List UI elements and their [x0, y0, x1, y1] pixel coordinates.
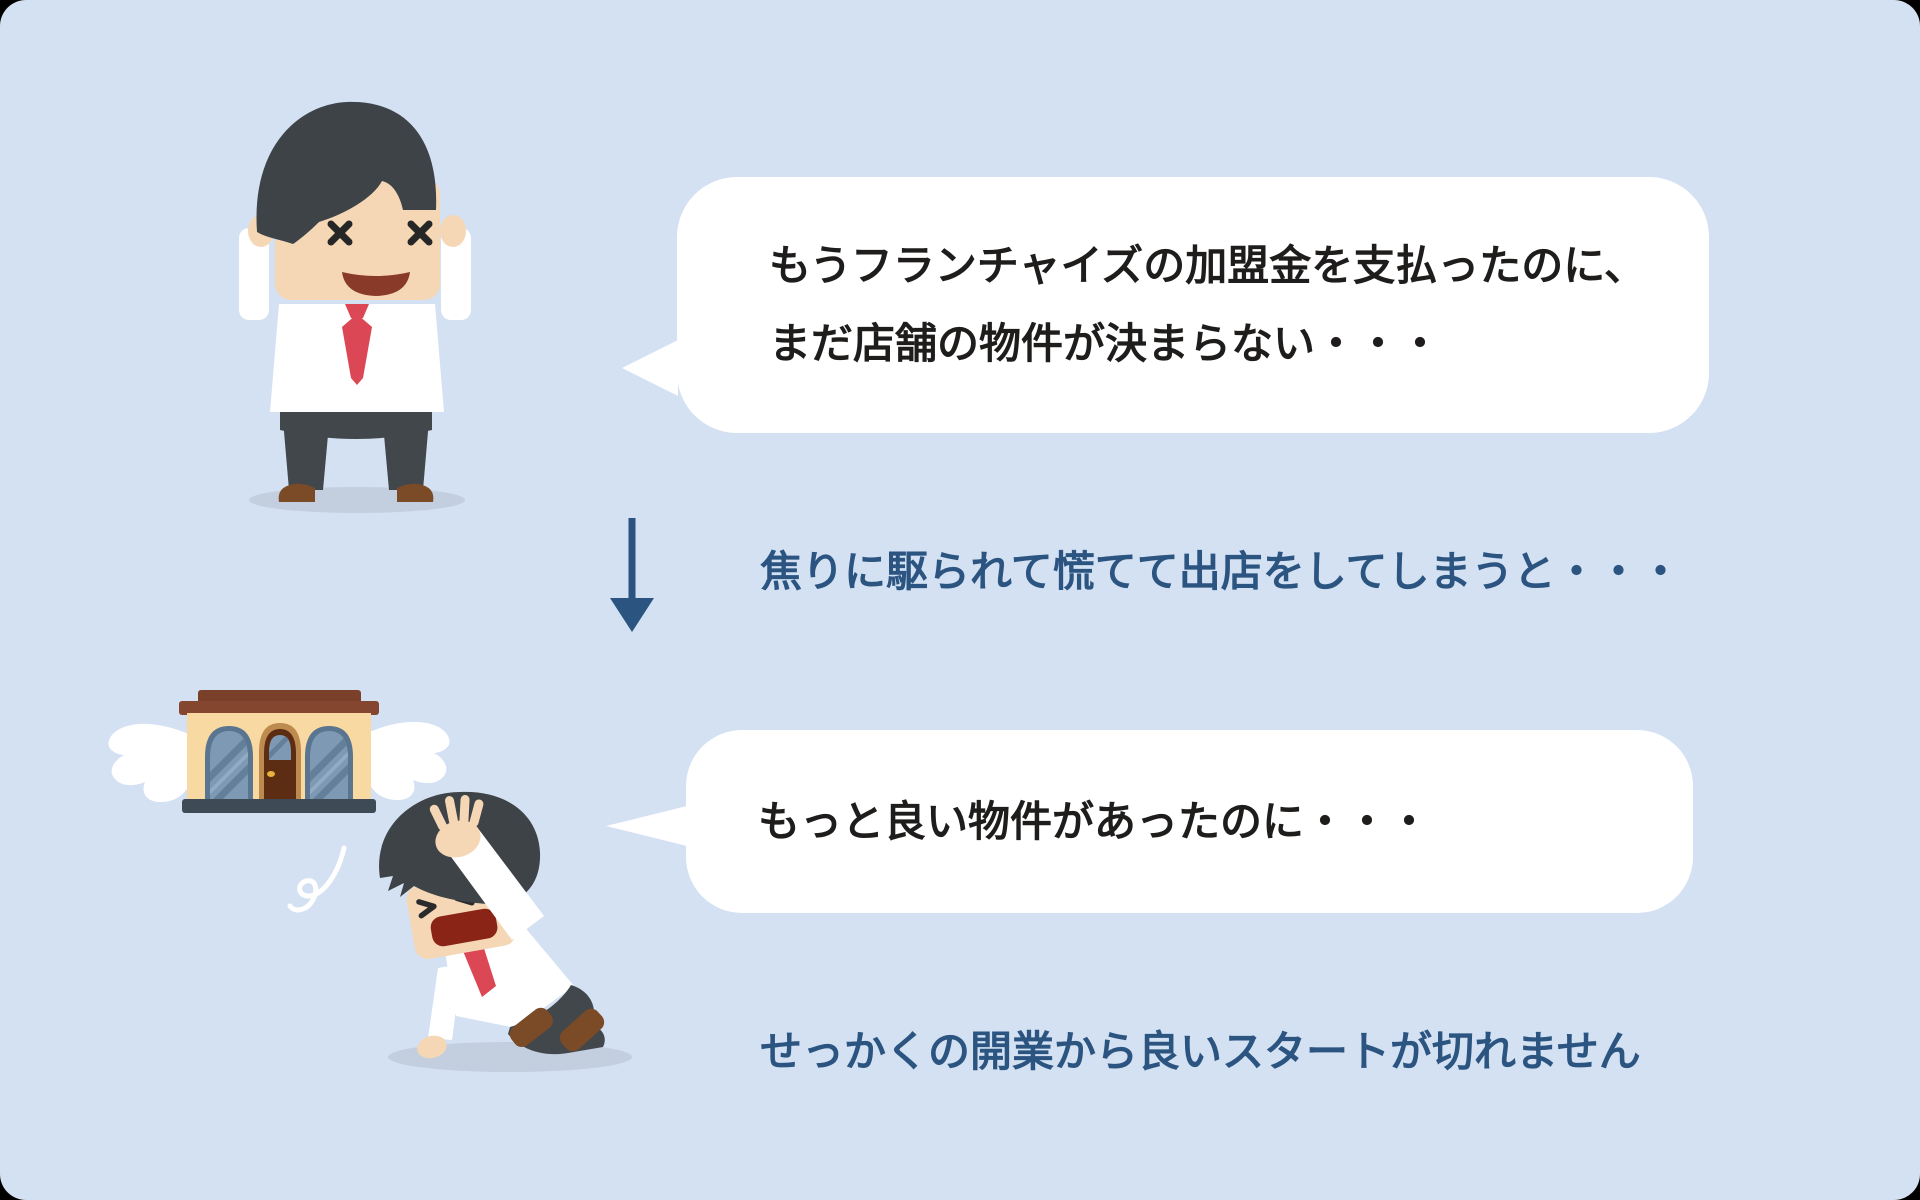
motion-squiggle-icon — [287, 845, 347, 913]
flying-store-icon — [108, 690, 450, 813]
transition-caption: 焦りに駆られて慌てて出店をしてしまうと・・・ — [760, 548, 1682, 595]
conclusion-caption: せっかくの開業から良いスタートが切れません — [760, 1028, 1641, 1075]
speech-bubble-1: もうフランチャイズの加盟金を支払ったのに、 まだ店舗の物件が決まらない・・・ — [622, 177, 1709, 433]
speech-bubble-2-tail — [606, 806, 687, 846]
doorknob — [267, 771, 275, 777]
right-wing — [367, 721, 450, 801]
hand-on-head — [429, 795, 484, 858]
shoes — [509, 1007, 605, 1052]
speech-bubble-1-line2: まだ店舗の物件が決まらない・・・ — [769, 320, 1442, 367]
speech-bubble-1-line1: もうフランチャイズの加盟金を支払ったのに、 — [769, 242, 1646, 289]
speech-bubble-1-tail — [622, 340, 678, 396]
left-wing — [108, 723, 191, 803]
speech-bubble-2: もっと良い物件があったのに・・・ — [606, 730, 1693, 913]
speech-bubble-2-text: もっと良い物件があったのに・・・ — [758, 797, 1431, 845]
worried-businessman-icon — [239, 101, 471, 513]
despair-businessman-icon — [379, 791, 632, 1072]
x-eyes — [327, 220, 433, 246]
down-arrow-icon — [610, 518, 654, 632]
